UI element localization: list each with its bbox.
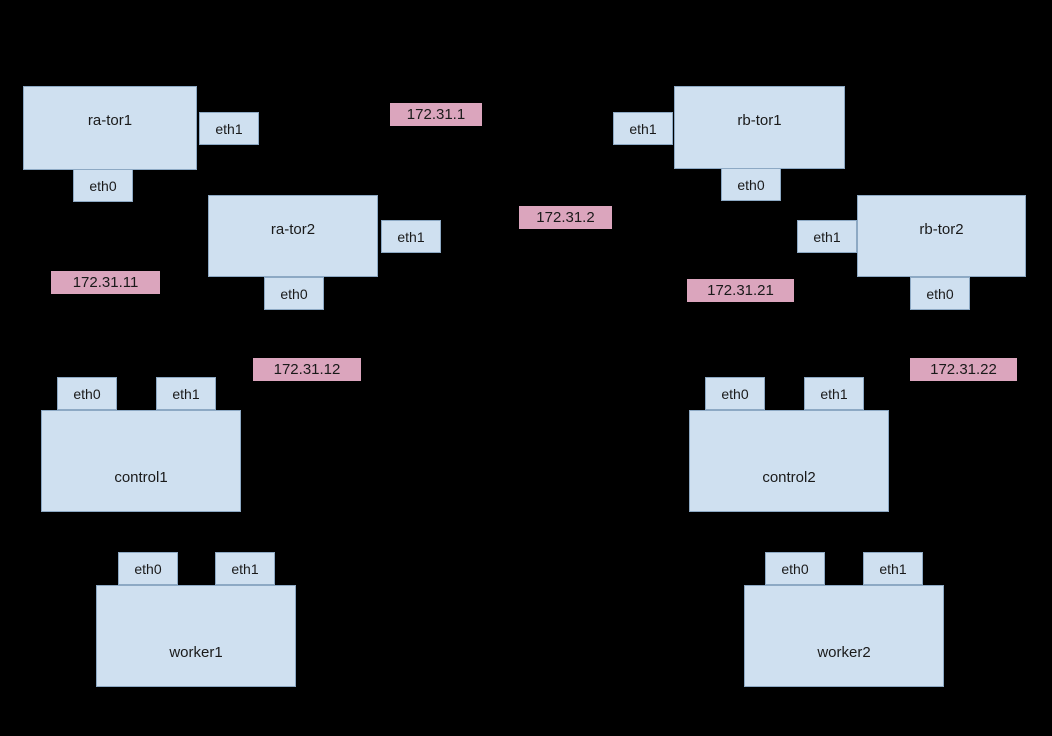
subnet-label-net-172-31-1[interactable]: 172.31.1 bbox=[390, 103, 482, 126]
node-label-ra-tor1: ra-tor1 bbox=[87, 112, 133, 129]
interface-ra-tor1-eth1[interactable]: eth1 bbox=[199, 112, 259, 145]
interface-rb-tor1-eth1[interactable]: eth1 bbox=[613, 112, 673, 145]
node-label-ra-tor2: ra-tor2 bbox=[270, 221, 316, 238]
interface-ra-tor2-eth1[interactable]: eth1 bbox=[381, 220, 441, 253]
node-label-worker2: worker2 bbox=[817, 644, 871, 661]
node-label-control2: control2 bbox=[762, 469, 816, 486]
subnet-label-net-172-31-22[interactable]: 172.31.22 bbox=[910, 358, 1017, 381]
node-control1[interactable]: control1 bbox=[41, 410, 241, 512]
interface-control1-eth0[interactable]: eth0 bbox=[57, 377, 117, 410]
node-ra-tor1[interactable]: ra-tor1 bbox=[23, 86, 197, 170]
subnet-label-net-172-31-11[interactable]: 172.31.11 bbox=[51, 271, 160, 294]
interface-worker1-eth0[interactable]: eth0 bbox=[118, 552, 178, 585]
interface-control2-eth1[interactable]: eth1 bbox=[804, 377, 864, 410]
interface-ra-tor1-eth0[interactable]: eth0 bbox=[73, 169, 133, 202]
interface-control1-eth1[interactable]: eth1 bbox=[156, 377, 216, 410]
node-label-rb-tor2: rb-tor2 bbox=[919, 221, 964, 238]
node-worker1[interactable]: worker1 bbox=[96, 585, 296, 687]
interface-worker2-eth0[interactable]: eth0 bbox=[765, 552, 825, 585]
interface-control2-eth0[interactable]: eth0 bbox=[705, 377, 765, 410]
subnet-label-net-172-31-21[interactable]: 172.31.21 bbox=[687, 279, 794, 302]
node-worker2[interactable]: worker2 bbox=[744, 585, 944, 687]
interface-worker2-eth1[interactable]: eth1 bbox=[863, 552, 923, 585]
interface-rb-tor1-eth0[interactable]: eth0 bbox=[721, 168, 781, 201]
interface-worker1-eth1[interactable]: eth1 bbox=[215, 552, 275, 585]
node-label-worker1: worker1 bbox=[169, 644, 223, 661]
interface-rb-tor2-eth0[interactable]: eth0 bbox=[910, 277, 970, 310]
subnet-label-net-172-31-12[interactable]: 172.31.12 bbox=[253, 358, 361, 381]
node-control2[interactable]: control2 bbox=[689, 410, 889, 512]
subnet-label-net-172-31-2[interactable]: 172.31.2 bbox=[519, 206, 612, 229]
node-label-rb-tor1: rb-tor1 bbox=[737, 112, 782, 129]
interface-ra-tor2-eth0[interactable]: eth0 bbox=[264, 277, 324, 310]
node-rb-tor1[interactable]: rb-tor1 bbox=[674, 86, 845, 169]
node-label-control1: control1 bbox=[114, 469, 168, 486]
node-rb-tor2[interactable]: rb-tor2 bbox=[857, 195, 1026, 277]
node-ra-tor2[interactable]: ra-tor2 bbox=[208, 195, 378, 277]
interface-rb-tor2-eth1[interactable]: eth1 bbox=[797, 220, 857, 253]
